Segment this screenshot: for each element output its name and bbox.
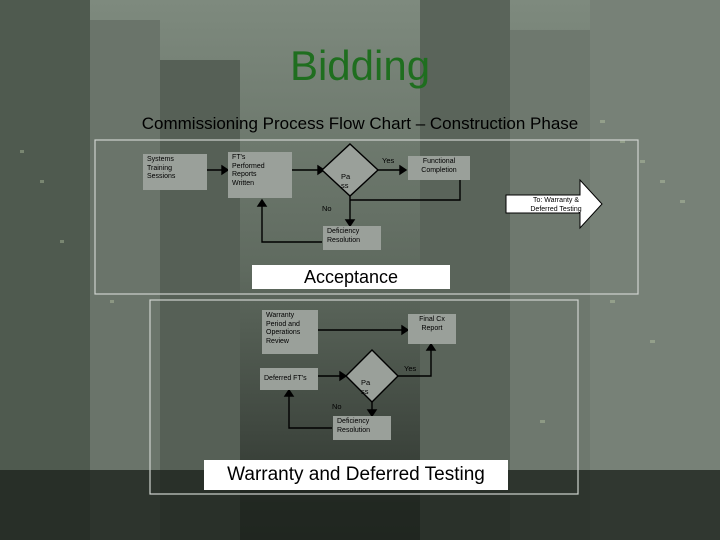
warranty-review-box: Warranty Period and Operations Review	[262, 310, 318, 354]
deferred-fpt-box: Deferred FT's	[260, 368, 318, 390]
to-warranty-label: To: Warranty & Deferred Testing	[512, 196, 600, 214]
fpt-performed-box: FT's Performed Reports Written	[228, 152, 292, 198]
page-subtitle: Commissioning Process Flow Chart – Const…	[141, 114, 579, 133]
box-line: Reports	[232, 171, 257, 178]
pass-label-warranty: Pa ss	[361, 378, 370, 396]
box-line: Review	[266, 337, 289, 345]
box-line: Functional	[422, 158, 456, 165]
box-line: Report	[421, 324, 443, 332]
final-report-box: Final Cx Report	[408, 314, 456, 344]
box-line: Training	[147, 164, 173, 172]
box-line: Deficiency	[337, 418, 370, 425]
box-line: Resolution	[337, 426, 371, 434]
deficiency-resolution-box-warranty: Deficiency Resolution	[333, 416, 391, 440]
box-line: Warranty	[266, 312, 295, 319]
box-line: Deficiency	[327, 228, 360, 235]
box-line: Completion	[421, 166, 457, 174]
to-warranty-arrow	[505, 178, 603, 230]
acceptance-banner: Acceptance	[252, 265, 450, 289]
no-label-warranty: No	[332, 402, 342, 411]
pass-line: ss	[361, 387, 369, 396]
box-line: Operations	[266, 329, 301, 336]
box-line: Systems	[147, 156, 174, 163]
box-line: Resolution	[327, 236, 361, 244]
box-line: Deferred FT's	[264, 375, 307, 382]
pass-label: Pa ss	[341, 172, 350, 190]
box-line: Period and	[266, 320, 300, 328]
functional-completion-box: Functional Completion	[408, 156, 470, 180]
pass-line: Pa	[361, 378, 371, 387]
page-title: Bidding	[289, 42, 431, 89]
box-line: FT's	[232, 154, 246, 161]
warranty-banner: Warranty and Deferred Testing	[204, 460, 508, 490]
pass-decision-diamond	[320, 143, 380, 197]
box-line: Written	[232, 179, 255, 187]
arrow-line: Deferred Testing	[530, 206, 582, 213]
box-line: Final Cx	[419, 316, 445, 323]
systems-training-box: Systems Training Sessions	[143, 154, 207, 190]
arrow-line: To: Warranty &	[532, 197, 580, 204]
box-line: Sessions	[147, 173, 176, 180]
box-line: Performed	[232, 162, 265, 170]
pass-decision-diamond-warranty	[345, 349, 399, 403]
no-label: No	[322, 204, 332, 213]
deficiency-resolution-box: Deficiency Resolution	[323, 226, 381, 250]
yes-label-warranty: Yes	[404, 364, 417, 373]
pass-line: Pa	[341, 172, 351, 181]
pass-line: ss	[341, 181, 349, 190]
yes-label: Yes	[382, 156, 395, 165]
